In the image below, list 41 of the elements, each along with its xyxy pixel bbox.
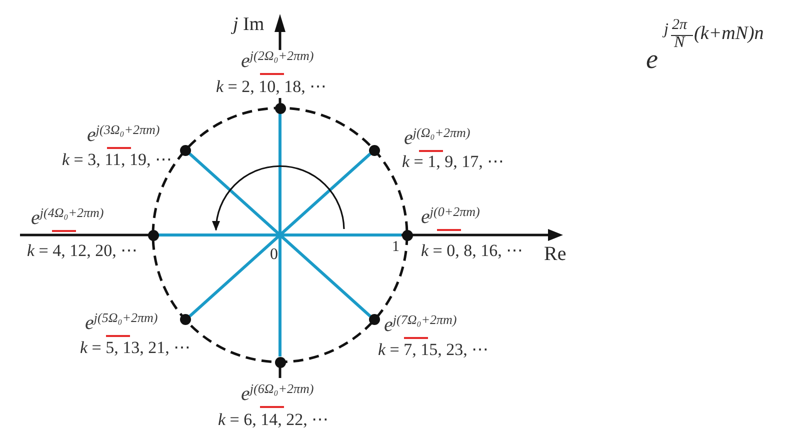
phasor-line xyxy=(278,114,282,235)
index-values: k = 4, 12, 20, ⋯ xyxy=(27,241,138,261)
exponential-expression: e$^{j(Ω₀+2πm)}$ xyxy=(404,127,470,149)
point-dot-icon xyxy=(180,144,192,156)
point-dot-icon xyxy=(402,230,412,240)
phasor-line xyxy=(280,234,402,236)
point-dot-icon xyxy=(180,314,192,326)
exponential-expression: e$^{j(2Ω₀+2πm)}$ xyxy=(241,50,314,72)
axis-label: Re xyxy=(544,243,566,265)
exponential-expression: e$^{j(0+2πm)}$ xyxy=(421,206,480,228)
fraction-denominator: N xyxy=(674,34,685,52)
formula-exponent: (k+mN)n xyxy=(694,24,764,45)
origin-label: 0 xyxy=(270,246,278,264)
fraction-numerator: 2π xyxy=(672,17,688,34)
point-dot-icon xyxy=(274,356,286,368)
formula-exponent: j xyxy=(664,21,668,39)
phasor-line xyxy=(278,235,282,356)
phasor-line xyxy=(188,234,281,318)
point-dot-icon xyxy=(368,144,380,156)
point-dot-icon xyxy=(148,230,158,240)
phasor-line xyxy=(158,234,280,236)
exponential-expression: e$^{j(5Ω₀+2πm)}$ xyxy=(85,312,158,334)
axis-label: j Im xyxy=(233,15,264,36)
index-values: k = 5, 13, 21, ⋯ xyxy=(80,338,191,358)
point-dot-icon xyxy=(274,102,286,114)
exponential-expression: e$^{j(3Ω₀+2πm)}$ xyxy=(87,124,160,146)
point-dot-icon xyxy=(368,314,380,326)
index-values: k = 7, 15, 23, ⋯ xyxy=(378,340,489,360)
index-values: k = 6, 14, 22, ⋯ xyxy=(218,410,329,430)
index-values: k = 3, 11, 19, ⋯ xyxy=(62,150,172,170)
exponential-expression: e$^{j(4Ω₀+2πm)}$ xyxy=(31,207,104,229)
phasor-line xyxy=(279,152,372,236)
phasor-line xyxy=(188,152,281,236)
exponential-expression: e$^{j(6Ω₀+2πm)}$ xyxy=(241,383,314,405)
tick-label: 1 xyxy=(392,239,400,256)
index-values: k = 1, 9, 17, ⋯ xyxy=(402,152,504,172)
index-values: k = 2, 10, 18, ⋯ xyxy=(216,77,327,97)
index-values: k = 0, 8, 16, ⋯ xyxy=(421,241,524,261)
formula-base: e xyxy=(646,45,658,75)
exponential-expression: e$^{j(7Ω₀+2πm)}$ xyxy=(384,314,457,336)
phasor-line xyxy=(279,234,372,318)
